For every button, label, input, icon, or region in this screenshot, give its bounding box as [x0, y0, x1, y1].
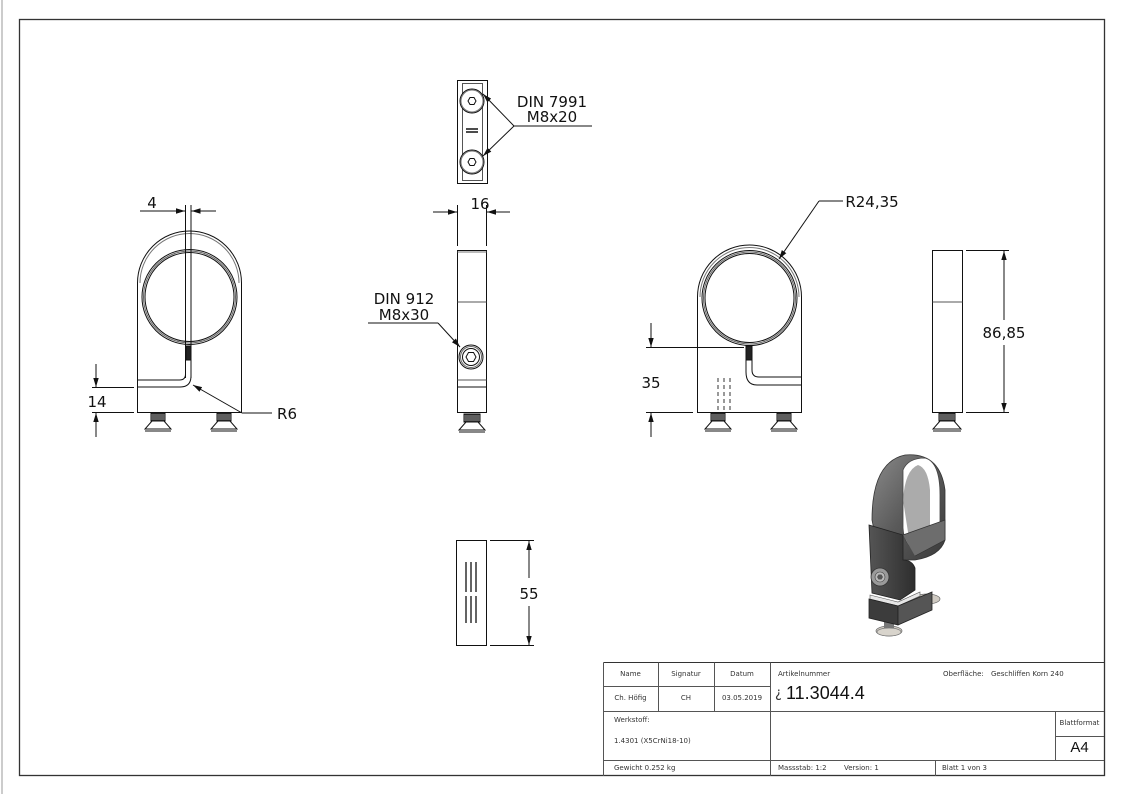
- right-side-view: [931, 250, 1009, 432]
- material-value: 1.4301 (X5CrNi18-10): [614, 737, 691, 745]
- article-prefix: ¿: [775, 686, 782, 701]
- drawer-signature: CH: [680, 694, 692, 702]
- isometric-view: [868, 454, 946, 637]
- side-view: [368, 205, 510, 433]
- side-view-width-dim: 16: [470, 195, 489, 213]
- back-view-radius-dim: R24,35: [845, 193, 898, 211]
- front-view-base-dim: 14: [87, 393, 106, 411]
- sheet-number: Blatt 1 von 3: [942, 764, 987, 772]
- format-label: Blattformat: [1059, 719, 1100, 727]
- drawer-name: Ch. Höfig: [614, 694, 647, 702]
- format-value: A4: [1070, 739, 1089, 756]
- front-view-radius-dim: R6: [277, 405, 297, 423]
- title-block-grid: [603, 662, 1104, 776]
- weight: Gewicht 0.252 kg: [614, 764, 676, 772]
- material-label: Werkstoff:: [614, 716, 650, 724]
- header-name: Name: [620, 670, 641, 678]
- top-view: [457, 80, 592, 184]
- drawing-date: 03.05.2019: [721, 694, 763, 702]
- version: Version: 1: [844, 764, 879, 772]
- top-view-callout-line1: DIN 7991: [517, 93, 587, 111]
- bottom-view-length-dim: 55: [519, 585, 538, 603]
- side-view-callout-line2: M8x30: [379, 306, 429, 324]
- side-view-callout-line1: DIN 912: [374, 290, 435, 308]
- surface-label: Oberfläche:: [943, 670, 984, 678]
- header-signature: Signatur: [671, 670, 701, 678]
- scale: Massstab: 1:2: [778, 764, 827, 772]
- article-label: Artikelnummer: [778, 670, 831, 678]
- back-view-height-dim: 35: [641, 374, 660, 392]
- top-view-callout-line2: M8x20: [527, 108, 577, 126]
- front-view-slot-dim: 4: [147, 194, 157, 212]
- front-view: [92, 205, 272, 437]
- bottom-view: [456, 540, 534, 646]
- back-view: [646, 200, 843, 437]
- article-number: 11.3044.4: [786, 683, 865, 703]
- header-date: Datum: [730, 670, 754, 678]
- surface-value: Geschliffen Korn 240: [991, 670, 1064, 678]
- drawing-frame: [18, 18, 1106, 777]
- right-view-height-dim: 86,85: [983, 324, 1026, 342]
